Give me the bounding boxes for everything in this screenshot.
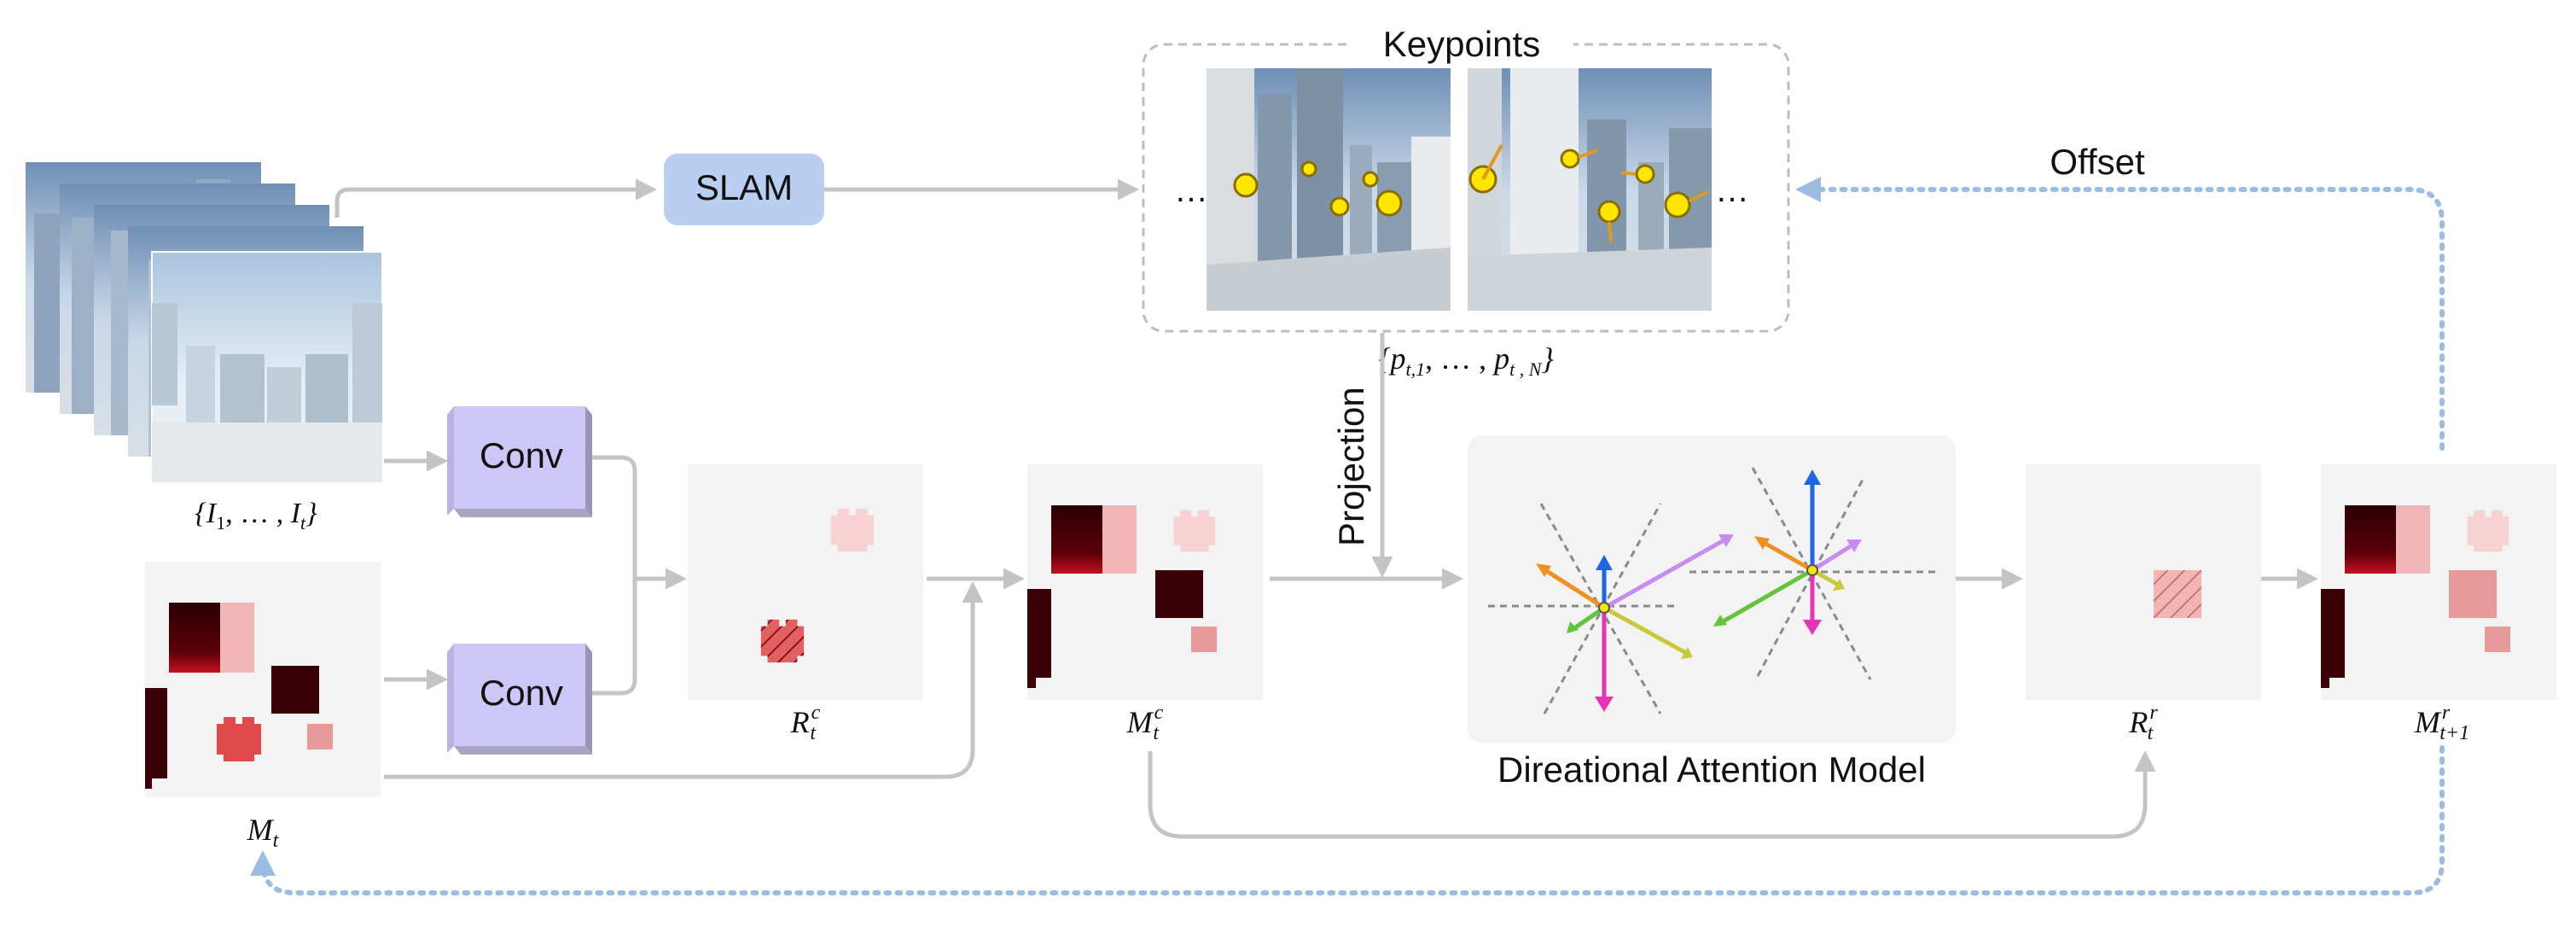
math-sub: t+1 [2439,722,2469,744]
brace-open: { [195,498,206,529]
p-symbol: p [1388,341,1406,376]
offset-feedback-arrow [1795,177,2445,451]
math-sup: c [1154,702,1164,724]
frames-set-label: {I1, … , It} [195,498,317,533]
rtr-panel [2026,464,2261,700]
projection-label: Projection [1331,387,1371,546]
mt-label: Mt [247,813,280,852]
subscript: t [300,512,306,533]
ellipsis: , … , [225,498,291,529]
mtc-skip-arrow [1148,750,2156,839]
dam-panel [1468,435,1956,743]
math-base: M [247,813,275,847]
math-sub: t [810,722,817,744]
math-base: R [2128,705,2148,739]
math-sub: t [2148,722,2154,744]
math-sup: r [2442,702,2451,724]
conv-label: Conv [480,435,563,475]
attention-glyph-left [1488,503,1734,714]
conv-label: Conv [480,673,563,713]
brace-open: { [1378,341,1391,376]
input-frame-stack [26,162,383,483]
attention-glyph-right [1689,467,1935,680]
i-symbol: I [290,498,302,529]
mt-panel [145,562,381,797]
subscript: 1 [216,512,225,533]
subscript: t , N [1509,359,1543,380]
conv-block-top: Conv [447,406,592,517]
subscript: t,1 [1406,359,1426,380]
mt1r-panel [2321,464,2556,700]
p-symbol: p [1492,341,1509,376]
math-base: M [2414,705,2442,739]
brace-close: } [305,498,317,529]
keypoint-image-2 [1468,68,1712,311]
mtc-panel [1027,464,1263,700]
math-sub: t [273,830,280,852]
offset-label: Offset [2050,142,2145,182]
math-sup: c [811,702,821,724]
mt-skip-arrow [384,581,984,779]
keypoint-image-1 [1207,68,1451,311]
conv-merge-bracket [592,455,637,696]
math-sup: r [2149,702,2158,724]
math-base: M [1126,705,1154,739]
keypoints-set-label: {pt,1, … , pt , N} [1378,341,1554,380]
math-base: R [790,705,810,739]
keypoints-ellipsis-left: … [1174,172,1208,209]
input-frame-front [151,251,383,483]
math-sub: t [1153,722,1160,744]
frames-to-slam-arrow [334,178,657,218]
keypoints-title: Keypoints [1383,24,1540,64]
ellipsis: , … , [1425,341,1494,376]
slam-label: SLAM [695,167,793,207]
keypoints-panel: Keypoints … … [1142,22,1790,333]
conv-block-bottom: Conv [447,644,592,755]
brace-close: } [1541,341,1554,376]
keypoints-ellipsis-right: … [1715,172,1749,209]
rtc-panel [688,464,923,700]
i-symbol: I [206,498,218,529]
dam-label: Direational Attention Model [1497,749,1926,790]
recurrent-feedback-arrow [250,745,2445,895]
slam-block: SLAM [664,154,824,225]
